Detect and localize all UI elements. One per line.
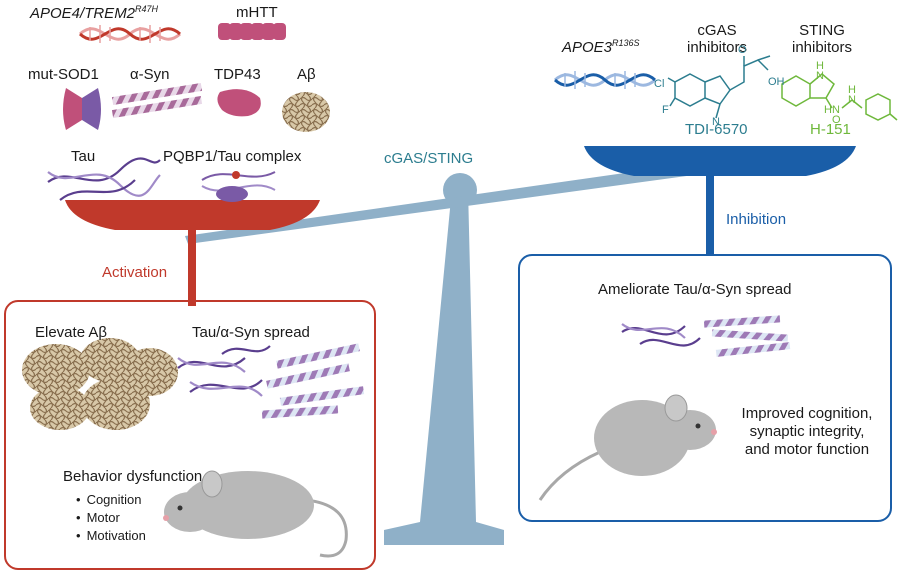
- tau-filaments-icon: [47, 157, 161, 201]
- activation-outcomes-panel: [4, 300, 376, 570]
- pqbp1-tau-complex-icon: [201, 171, 276, 202]
- scale-pillar: [384, 188, 504, 545]
- apoe3-label: APOE3R136S: [562, 38, 640, 56]
- dna-helix-apoe3-icon: [553, 71, 657, 89]
- sting-atom-o: O: [832, 114, 841, 126]
- h-151-label: H-151: [810, 121, 851, 138]
- cgas-sting-label: cGAS/STING: [384, 150, 474, 167]
- behavior-dysfunction-list: Cognition Motor Motivation: [76, 491, 146, 545]
- activation-label: Activation: [102, 264, 168, 281]
- right-pan: [584, 146, 856, 176]
- sting-atom-h2: H: [848, 84, 856, 96]
- cgas-atom-cl: Cl: [654, 78, 665, 90]
- right-arm-rod: [706, 176, 714, 256]
- alpha-syn-label: α-Syn: [130, 66, 170, 83]
- sting-atom-hn: HN: [824, 104, 840, 116]
- cgas-inhibitors-title: cGAS inhibitors: [686, 22, 748, 57]
- elevate-abeta-label: Elevate Aβ: [35, 324, 108, 341]
- improved-function-label: Improved cognition, synaptic integrity, …: [741, 405, 873, 458]
- tau-syn-spread-label: Tau/α-Syn spread: [192, 324, 310, 341]
- mouse-healthy-icon: [538, 394, 717, 501]
- tau-syn-spread-icon: [177, 343, 365, 419]
- abeta-label: Aβ: [297, 66, 316, 83]
- mhtt-chain-icon: [218, 23, 286, 40]
- tdi-6570-label: TDI-6570: [685, 121, 748, 138]
- sting-atom-n2: N: [848, 94, 856, 106]
- alpha-syn-fibril-icon: [111, 83, 203, 118]
- scale-beam: [185, 160, 716, 244]
- mut-sod1-label: mut-SOD1: [28, 66, 99, 83]
- inhibition-outcomes-panel: [518, 254, 892, 522]
- cgas-atom-n: N: [712, 116, 720, 128]
- ameliorate-spread-icon: [621, 315, 791, 357]
- pqbp1-tau-label: PQBP1/Tau complex: [163, 148, 302, 165]
- mhtt-label: mHTT: [236, 4, 278, 21]
- inhibition-label: Inhibition: [726, 211, 787, 228]
- tdp43-label: TDP43: [214, 66, 261, 83]
- behavior-dysfunction-label: Behavior dysfunction: [63, 468, 203, 485]
- abeta-plaque-cluster-icon: [22, 338, 178, 430]
- ameliorate-spread-label: Ameliorate Tau/α-Syn spread: [598, 281, 792, 298]
- sting-atom-n: N: [816, 70, 824, 82]
- abeta-aggregate-icon: [282, 92, 330, 132]
- h-151-structure-icon: [781, 73, 898, 121]
- left-pan: [65, 200, 320, 230]
- sting-atom-h: H: [816, 60, 824, 72]
- bullet-motivation: Motivation: [76, 527, 146, 545]
- mut-sod1-protein-icon: [63, 88, 101, 130]
- sting-inhibitors-title: STING inhibitors: [791, 22, 853, 57]
- bullet-cognition: Cognition: [76, 491, 146, 509]
- bullet-motor: Motor: [76, 509, 146, 527]
- dna-helix-apoe4-icon: [78, 25, 182, 43]
- cgas-atom-f: F: [662, 104, 669, 116]
- cgas-atom-o: O: [738, 44, 747, 56]
- tdi-6570-structure-icon: [667, 55, 771, 119]
- tdp43-protein-icon: [217, 89, 261, 117]
- mouse-dysfunction-icon: [163, 470, 348, 558]
- tau-label: Tau: [71, 148, 96, 165]
- left-arm-rod: [188, 230, 196, 306]
- apoe4-trem2-label: APOE4/TREM2R47H: [30, 4, 159, 22]
- cgas-atom-oh: OH: [768, 76, 785, 88]
